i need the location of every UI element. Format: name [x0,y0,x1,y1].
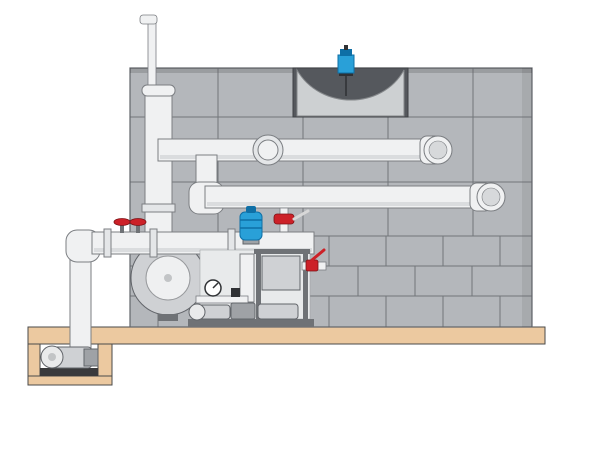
handwheel-stem-1 [120,223,124,233]
drain-valve-body [305,259,319,272]
separator-hub [164,274,172,282]
drain-valve-lever [310,248,326,262]
basin-cone [296,68,405,117]
separator-tank [130,240,206,321]
sensor-cap [340,49,352,56]
gauge-needle [212,282,219,289]
lower-distribution-pipe [188,154,506,215]
pump-pit [27,343,113,386]
riser-body [144,89,173,237]
pump-skid [188,248,327,327]
pump-1-face [188,303,206,321]
sensor-base [339,72,353,76]
skid-manifold-pipe [195,295,249,304]
upper-pipe-flange-face [257,139,279,161]
control-valve-cap [246,206,256,213]
pit-pump-motor [83,348,99,367]
skid-drop-pipe [239,253,255,303]
level-sensor [337,45,355,96]
riser-collar [141,84,176,97]
pump-plinth [40,368,98,376]
pit-pump-hub [48,353,56,361]
handwheel-2 [129,218,147,226]
feed-valve-lever [292,209,310,221]
header-flange-1 [103,228,112,258]
pump-1-motor [230,302,256,320]
pit-pump [40,345,99,369]
frame-top-member [254,249,310,254]
header-flange-2 [149,228,158,258]
sensor-nub [344,45,348,50]
booster-pumps [188,302,299,321]
vent-pipe-elbow [139,14,158,25]
control-valve-body [239,211,263,241]
separator-foot [158,314,178,321]
top-basin-opening [292,67,409,118]
base-slab [27,326,546,345]
handwheel-stem-2 [136,223,140,233]
lower-pipe-cap-face [481,187,501,207]
pit-floor [27,375,113,386]
riser-flange [141,203,176,213]
drain-valve [301,248,327,272]
pit-drop-pipe [69,251,92,353]
handwheel-valves [113,218,147,233]
handwheel-1 [113,218,131,226]
skid-base-plate [188,319,314,327]
sensor-body [337,54,355,74]
pressure-gauge [204,279,222,297]
frame-post-right [303,250,308,319]
feed-valve-body [273,213,295,225]
pump-2-body [257,303,299,320]
tower-side-shade [522,68,532,327]
riser-pipe [141,84,176,237]
upper-pipe-cap-face [428,140,448,160]
skid-vessel [261,255,301,291]
vent-pipe-stack [147,19,157,96]
ground-platform [27,326,546,386]
control-valve [239,206,263,245]
frame-post-left [256,250,261,319]
isolation-valve [231,288,240,297]
